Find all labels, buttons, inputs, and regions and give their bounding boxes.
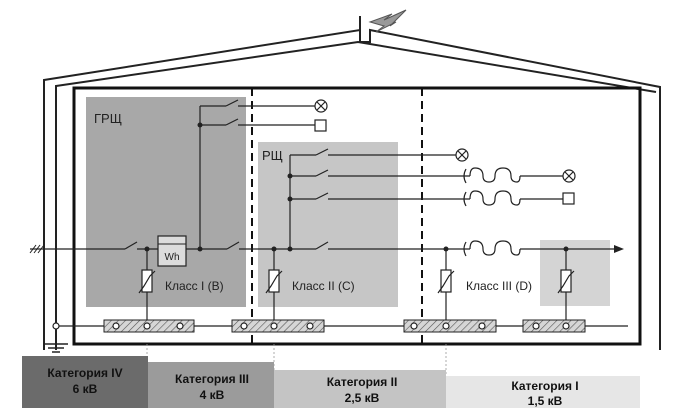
- category-1-title: Категория IV: [47, 366, 122, 380]
- zone-sub-board: [258, 142, 398, 307]
- surge-arrester-end-device: [557, 249, 575, 326]
- category-band-4: Категория I 1,5 кВ: [446, 376, 640, 408]
- arrow-head-icon: [614, 245, 624, 253]
- zone-end-device: [540, 240, 610, 306]
- lamp-icon: [314, 99, 328, 113]
- category-2-value: 4 кВ: [200, 388, 225, 402]
- sub-board-label: РЩ: [262, 148, 283, 163]
- category-4-value: 1,5 кВ: [528, 394, 563, 408]
- house-outline: [43, 28, 661, 350]
- energy-meter: [157, 235, 187, 267]
- socket-icon: [562, 192, 575, 205]
- class2-label: Класс II (C): [292, 279, 355, 293]
- incoming-phase-marks: [29, 244, 45, 254]
- category-3-value: 2,5 кВ: [345, 391, 380, 405]
- bar-terminals: [112, 322, 570, 330]
- ground-icon: [44, 343, 68, 353]
- category-4-title: Категория I: [511, 379, 578, 393]
- category-2-title: Категория III: [175, 372, 249, 386]
- inductor-coil-icon: [469, 167, 521, 256]
- category-band-1: Категория IV 6 кВ: [22, 356, 148, 408]
- meter-label: Wh: [165, 252, 180, 263]
- building-frame: [72, 86, 642, 346]
- category-1-value: 6 кВ: [73, 382, 98, 396]
- lamp-icon: [455, 148, 469, 162]
- sub-board-feeders: [289, 148, 563, 249]
- class1-label: Класс I (B): [165, 279, 224, 293]
- main-board-feeders: [199, 99, 315, 249]
- category-band-3: Категория II 2,5 кВ: [274, 370, 446, 408]
- category-band-2: Категория III 4 кВ: [148, 362, 274, 408]
- lightning-icon: [368, 9, 407, 33]
- zone-separators: [251, 88, 423, 344]
- category-3-title: Категория II: [327, 375, 398, 389]
- lamp-icon: [562, 169, 576, 183]
- surge-arrester-class-3: [437, 249, 455, 326]
- main-line-switches: [124, 241, 329, 250]
- main-board-label: ГРЩ: [94, 111, 122, 126]
- zone-main-board: [86, 97, 246, 307]
- class3-label: Класс III (D): [466, 279, 532, 293]
- cable-bracket: [463, 168, 467, 257]
- socket-icon: [314, 119, 327, 132]
